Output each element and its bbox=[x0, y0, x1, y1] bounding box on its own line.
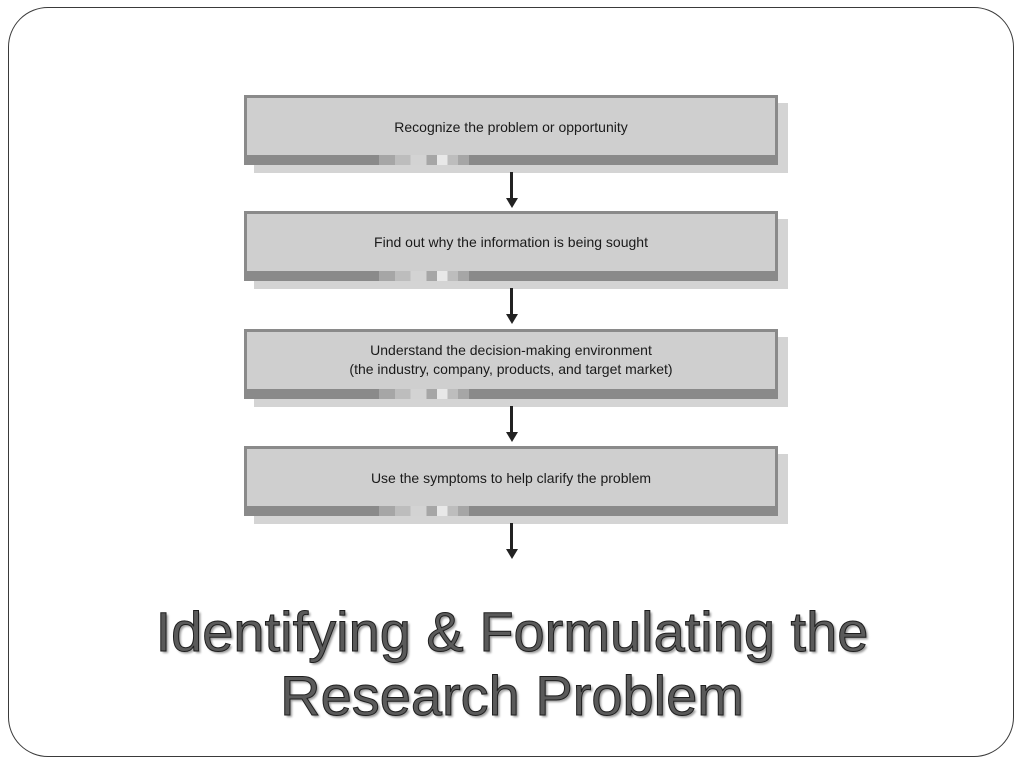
arrow-shaft bbox=[510, 172, 513, 200]
arrow-head bbox=[506, 432, 518, 442]
step-bar bbox=[247, 271, 775, 281]
step-box: Find out why the information is being so… bbox=[244, 211, 778, 281]
flow-step-3: Understand the decision-making environme… bbox=[244, 329, 788, 407]
arrow-down-icon bbox=[506, 523, 518, 561]
arrow-head bbox=[506, 198, 518, 208]
arrow-head bbox=[506, 314, 518, 324]
flow-step-2: Find out why the information is being so… bbox=[244, 211, 788, 289]
step-box: Understand the decision-making environme… bbox=[244, 329, 778, 399]
arrow-down-icon bbox=[506, 288, 518, 326]
arrow-shaft bbox=[510, 523, 513, 551]
step-label: Recognize the problem or opportunity bbox=[394, 119, 628, 135]
flow-step-1: Recognize the problem or opportunity bbox=[244, 95, 788, 173]
arrow-shaft bbox=[510, 406, 513, 434]
step-bar bbox=[247, 155, 775, 165]
step-label: Use the symptoms to help clarify the pro… bbox=[370, 470, 652, 486]
step-bar bbox=[247, 389, 775, 399]
arrow-down-icon bbox=[506, 406, 518, 444]
step-box: Recognize the problem or opportunity bbox=[244, 95, 778, 165]
step-box: Use the symptoms to help clarify the pro… bbox=[244, 446, 778, 516]
arrow-shaft bbox=[510, 288, 513, 316]
slide-title: Identifying & Formulating the Research P… bbox=[155, 600, 869, 728]
arrow-head bbox=[506, 549, 518, 559]
arrow-down-icon bbox=[506, 172, 518, 210]
step-label: Find out why the information is being so… bbox=[374, 234, 648, 250]
step-bar bbox=[247, 506, 775, 516]
step-label: Understand the decision-making environme… bbox=[349, 342, 673, 377]
flow-step-4: Use the symptoms to help clarify the pro… bbox=[244, 446, 788, 524]
